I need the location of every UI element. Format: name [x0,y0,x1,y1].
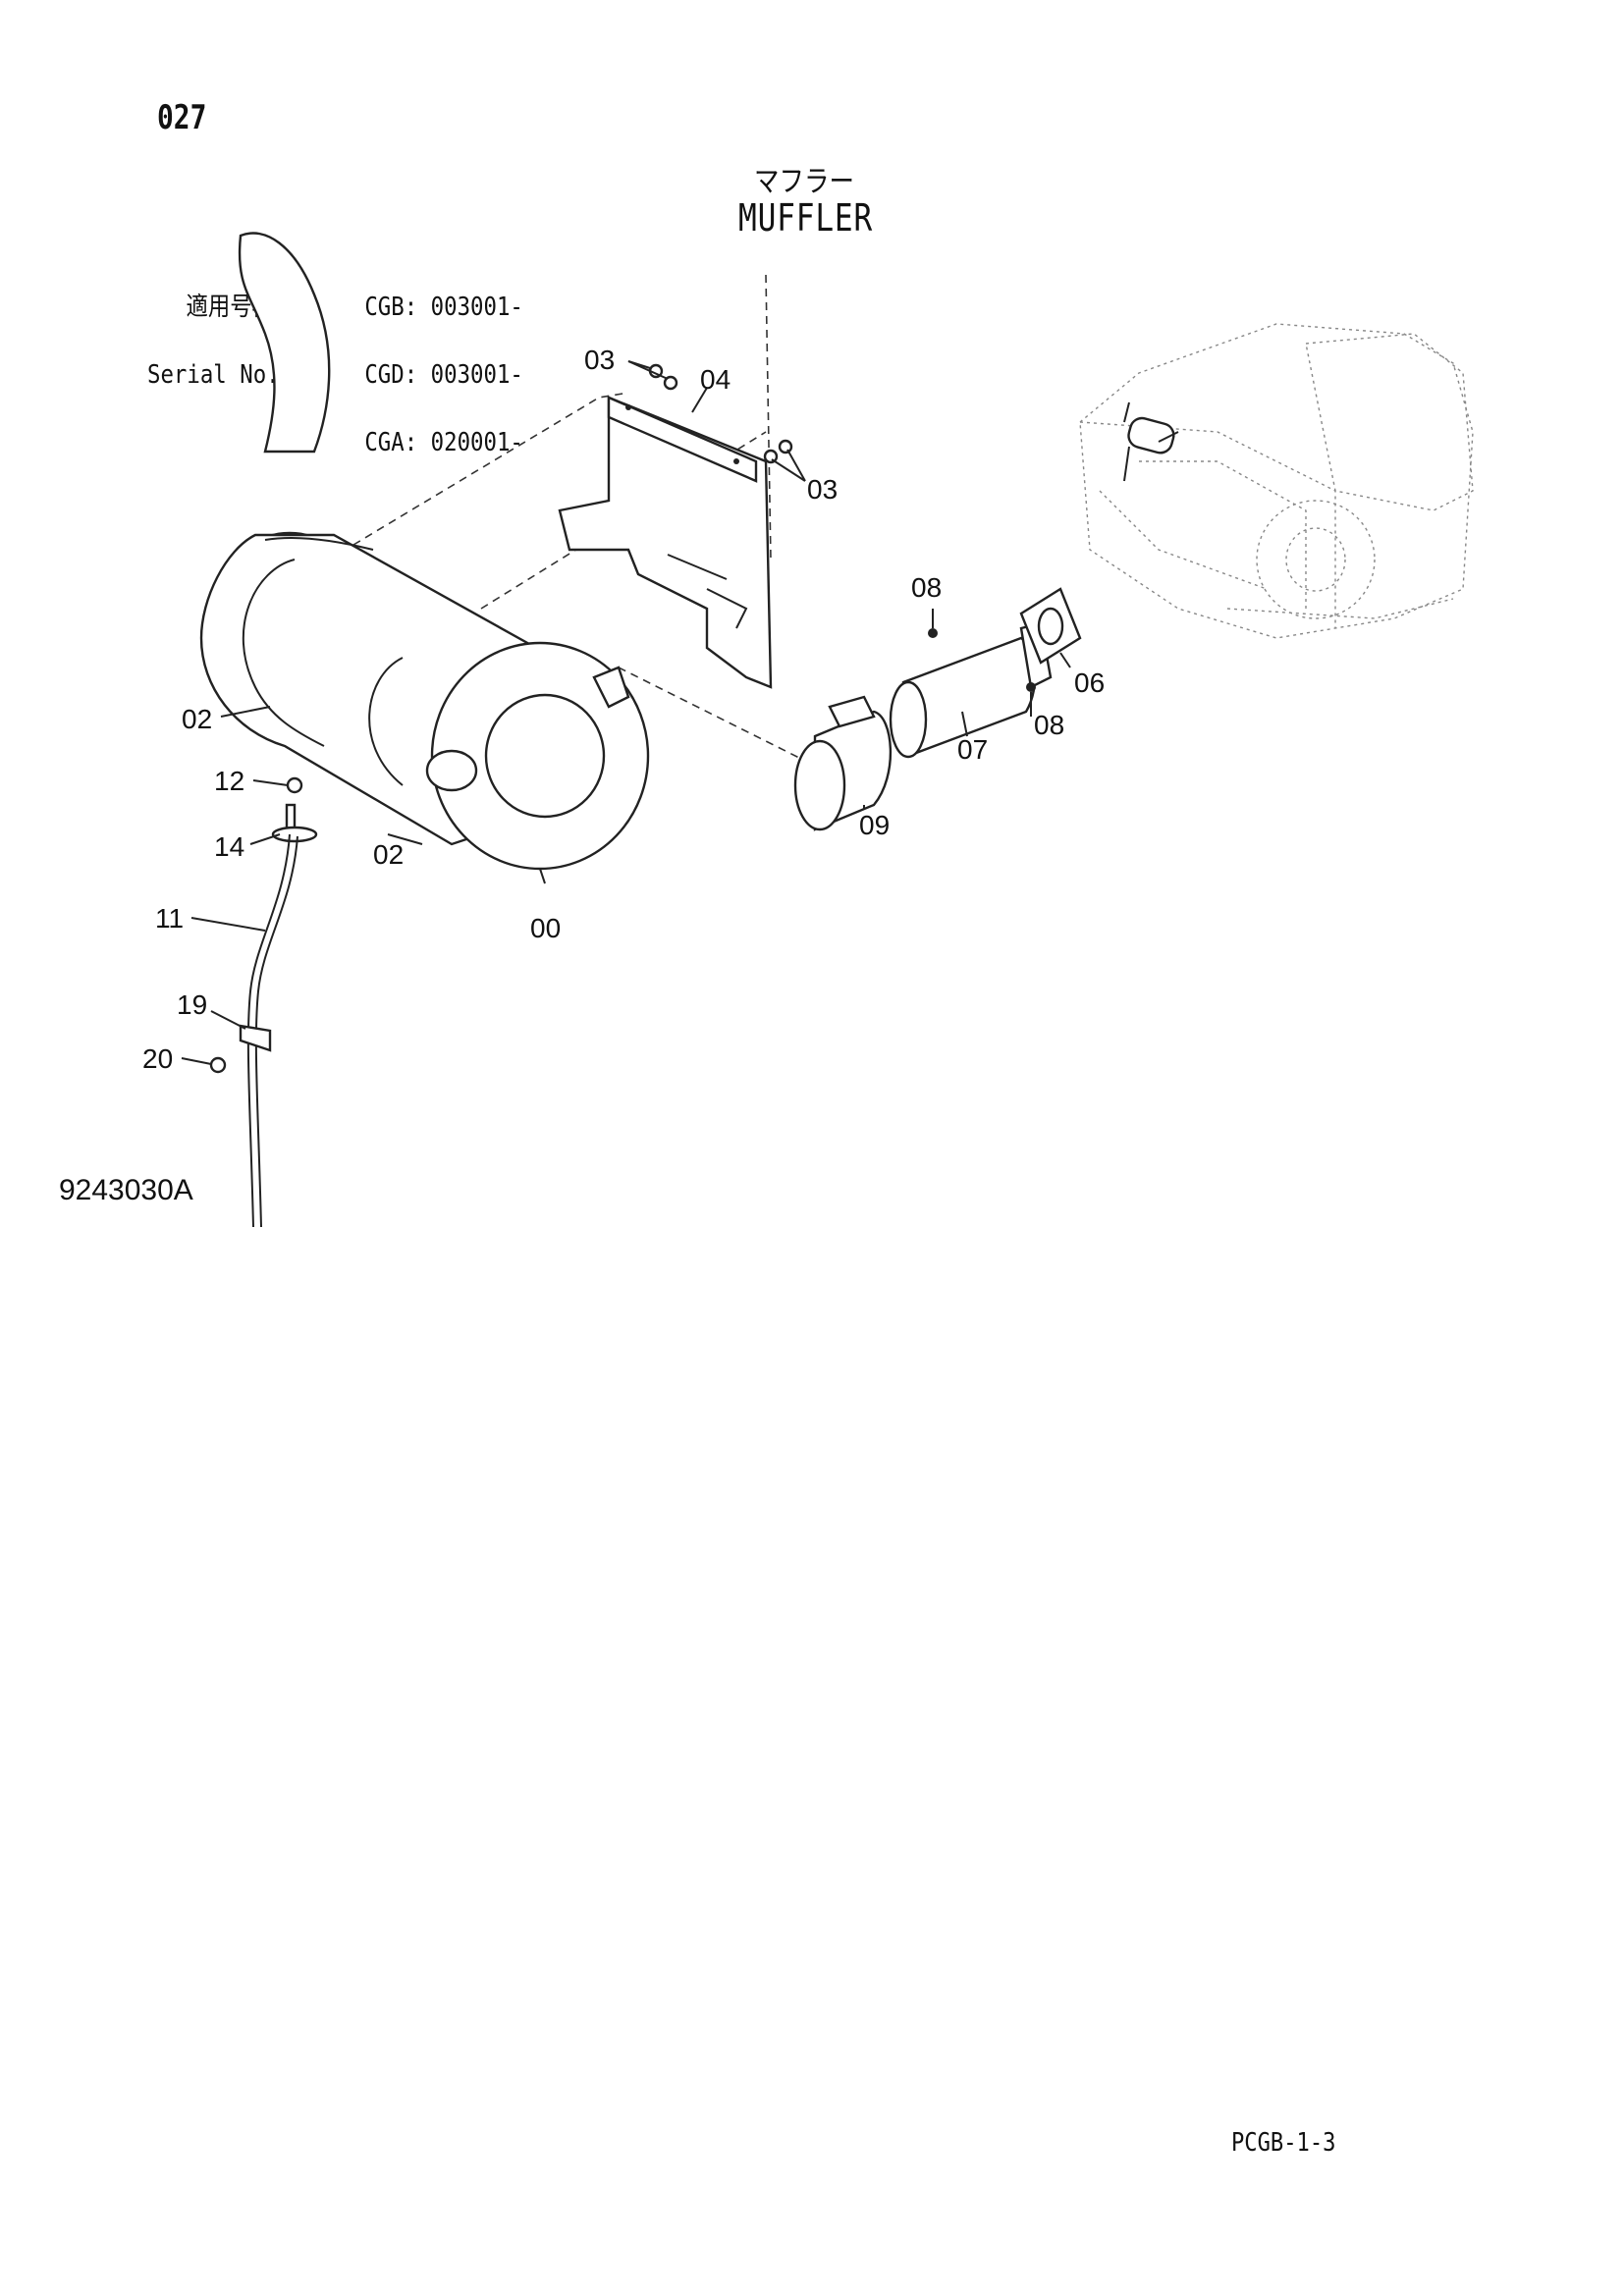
callout-14: 14 [214,831,244,862]
serial-number: 003001- [430,293,523,322]
part-11-drain-hose [239,803,318,1228]
callout-19: 19 [177,989,207,1020]
callout-00: 00 [530,913,561,943]
callout-04: 04 [700,364,731,395]
callout-03: 03 [584,345,615,375]
highlighted-muffler-thumbnail [1123,401,1179,482]
part-09-clamp [793,695,893,831]
callout-12: 12 [214,766,244,796]
callout-labels: 03 04 03 08 06 08 07 09 02 02 00 12 14 1… [142,345,1105,1074]
page-code: 027 [157,98,207,137]
serial-number: 020001- [430,428,523,457]
serial-model: CGA: [364,428,418,457]
part-04-bracket [558,396,773,689]
part-06-gasket [1019,587,1082,665]
callout-03: 03 [807,474,838,505]
drawing-number: 9243030A [59,1174,193,1206]
callout-02: 02 [182,704,212,734]
footer-page-code: PCGB-1-3 [1231,2128,1336,2158]
callout-11: 11 [155,903,184,934]
title-japanese: マフラー [754,165,854,199]
callout-09: 09 [859,810,890,840]
bolts [209,363,1036,1074]
machine-location-thumbnail [1079,323,1474,639]
serial-model: CGB: [364,293,418,322]
callout-20: 20 [142,1043,173,1074]
callout-02: 02 [373,839,404,870]
callout-08: 08 [911,572,942,603]
serial-model: CGD: [364,360,418,390]
part-00-muffler [199,232,650,871]
callout-leaders [181,360,1071,1065]
serial-number: 003001- [430,360,523,390]
callout-06: 06 [1074,667,1105,698]
callout-08: 08 [1034,710,1064,740]
title-english: MUFFLER [738,196,874,240]
callout-07: 07 [957,734,988,765]
